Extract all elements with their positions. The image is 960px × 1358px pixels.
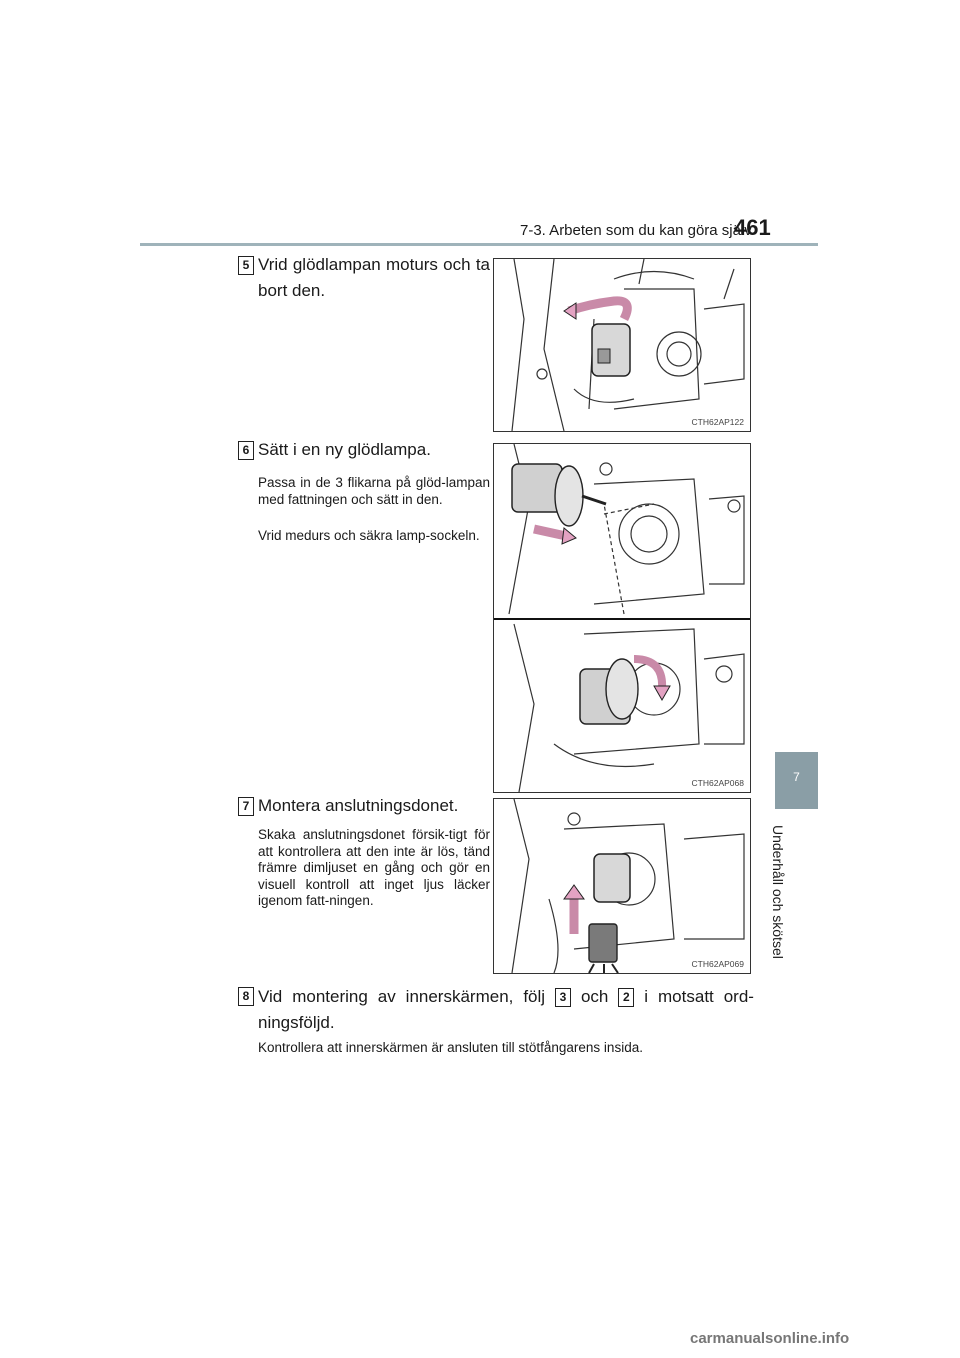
step-6-body-2: Vrid medurs och säkra lamp-sockeln. — [258, 528, 480, 543]
figure-code: CTH62AP068 — [691, 778, 744, 788]
illustration-remove-bulb — [511, 259, 745, 431]
step-8-title-pre: Vid montering av innerskärmen, följ — [258, 987, 546, 1006]
figure-remove-bulb: CTH62AP122 — [493, 258, 751, 432]
step-ref-3: 3 — [555, 988, 572, 1008]
step-7-title: Montera anslutningsdonet. — [258, 796, 459, 815]
page-number: 461 — [734, 215, 771, 240]
step-8-title: Vid montering av innerskärmen, följ 3 oc… — [258, 984, 754, 1036]
step-8-note: Kontrollera att innerskärmen är ansluten… — [258, 1040, 643, 1055]
step-ref-2: 2 — [618, 988, 635, 1008]
chapter-label: Underhåll och skötsel — [770, 825, 820, 985]
watermark: carmanualsonline.info — [690, 1330, 850, 1347]
step-6-body-1: Passa in de 3 flikarna på glöd-lampan me… — [258, 475, 490, 507]
header-divider — [140, 243, 818, 246]
step-number-7: 7 — [238, 797, 254, 816]
step-5-title: Vrid glödlampan moturs och ta bort den. — [258, 255, 490, 300]
section-title: 7-3. Arbeten som du kan göra själv — [520, 222, 752, 239]
step-7-body-1: Skaka anslutningsdonet försik-tigt för a… — [258, 827, 490, 908]
figure-divider — [494, 618, 750, 620]
illustration-install-bulb — [508, 444, 745, 792]
step-number-6: 6 — [238, 441, 254, 460]
figure-install-bulb: CTH62AP068 — [493, 443, 751, 793]
chapter-tab: 7 — [775, 752, 818, 809]
step-6-title: Sätt i en ny glödlampa. — [258, 440, 431, 459]
figure-code: CTH62AP122 — [691, 417, 744, 427]
figure-code: CTH62AP069 — [691, 959, 744, 969]
step-number-8: 8 — [238, 987, 254, 1006]
figure-connector: CTH62AP069 — [493, 798, 751, 974]
illustration-connector — [511, 799, 745, 973]
step-8-title-post: i motsatt ord-ningsföljd. — [258, 987, 754, 1032]
step-number-5: 5 — [238, 256, 254, 275]
chapter-label-text: Underhåll och skötsel — [770, 825, 786, 959]
step-8-title-mid: och — [580, 987, 609, 1006]
